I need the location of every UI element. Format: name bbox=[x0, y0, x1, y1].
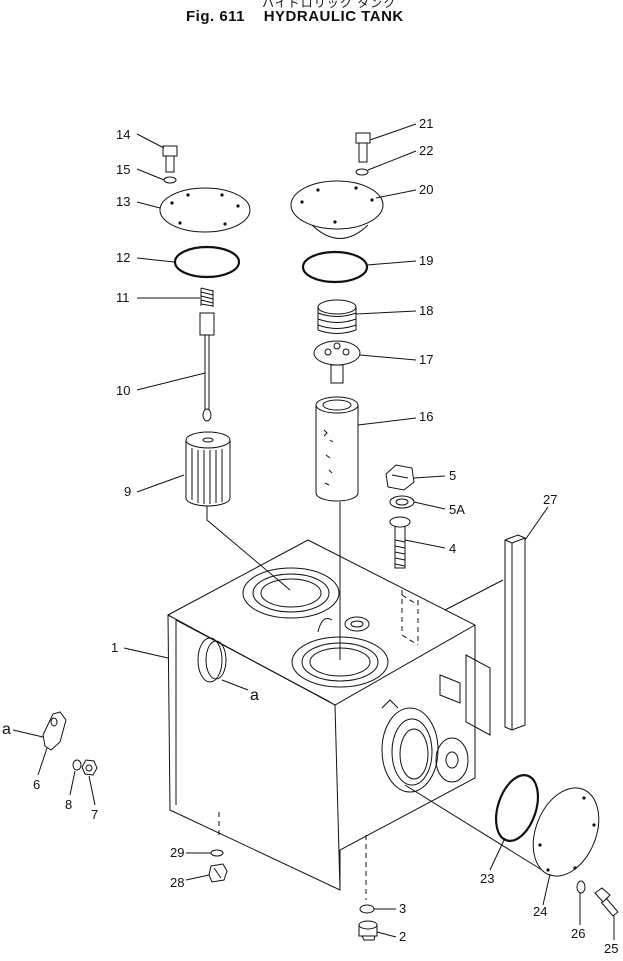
part-10-rod bbox=[199, 312, 215, 422]
tank-side-port bbox=[381, 699, 469, 793]
part-16-strainer bbox=[315, 396, 359, 502]
callout-28: 28 bbox=[170, 875, 184, 890]
callout-15: 15 bbox=[116, 162, 130, 177]
side-bracket bbox=[439, 654, 491, 736]
part-12-oring bbox=[173, 245, 241, 279]
part-5-cap bbox=[385, 464, 415, 491]
figure-number: Fig. 611 bbox=[186, 8, 246, 25]
figure-title-block: Fig. 611 HYDRAULIC TANK bbox=[186, 8, 404, 25]
callout-22: 22 bbox=[419, 143, 433, 158]
callout-1: 1 bbox=[111, 640, 118, 655]
callout-5a: 5A bbox=[449, 502, 465, 517]
part-8-washer bbox=[72, 759, 82, 771]
part-21-bolt bbox=[355, 132, 371, 163]
part-19-oring bbox=[301, 250, 369, 284]
callout-12: 12 bbox=[116, 250, 130, 265]
part-11-spring bbox=[200, 287, 214, 307]
callout-29: 29 bbox=[170, 845, 184, 860]
tank-body bbox=[167, 539, 476, 891]
part-24-cover bbox=[532, 787, 600, 877]
ref-a-clip: a bbox=[2, 721, 11, 738]
callout-16: 16 bbox=[419, 409, 433, 424]
part-28-bolt bbox=[208, 863, 228, 883]
part-5a-washer bbox=[389, 495, 415, 509]
callout-7: 7 bbox=[91, 807, 98, 822]
callout-6: 6 bbox=[33, 777, 40, 792]
part-18-spring bbox=[317, 299, 357, 334]
part-26-washer bbox=[576, 880, 586, 894]
figure-subtitle-jp: ハイドロリック タンク bbox=[262, 0, 397, 10]
callout-8: 8 bbox=[65, 797, 72, 812]
part-14-bolt bbox=[162, 145, 178, 173]
callout-25: 25 bbox=[604, 941, 618, 956]
callout-5: 5 bbox=[449, 468, 456, 483]
callout-17: 17 bbox=[419, 352, 433, 367]
callout-24: 24 bbox=[533, 904, 547, 919]
part-6-clip bbox=[42, 711, 67, 751]
part-29-washer bbox=[210, 849, 224, 857]
leader-lines bbox=[12, 123, 615, 940]
callout-4: 4 bbox=[449, 541, 456, 556]
part-22-washer bbox=[355, 168, 369, 176]
callout-14: 14 bbox=[116, 127, 130, 142]
part-3-gasket bbox=[359, 904, 375, 914]
callout-13: 13 bbox=[116, 194, 130, 209]
part-13-cover bbox=[159, 187, 251, 233]
tank-top-port-rear bbox=[242, 567, 340, 619]
part-15-washer bbox=[163, 176, 177, 184]
callout-19: 19 bbox=[419, 253, 433, 268]
callout-labels: 14 15 13 12 11 10 9 21 22 20 19 18 17 16… bbox=[2, 116, 618, 956]
callout-18: 18 bbox=[419, 303, 433, 318]
callout-21: 21 bbox=[419, 116, 433, 131]
part-25-bolt bbox=[594, 887, 619, 917]
part-9-filter bbox=[185, 431, 231, 507]
part-27-strip bbox=[504, 534, 526, 731]
ref-a-tank: a bbox=[250, 687, 259, 704]
callout-20: 20 bbox=[419, 182, 433, 197]
callout-26: 26 bbox=[571, 926, 585, 941]
callout-23: 23 bbox=[480, 871, 494, 886]
part-2-plug bbox=[358, 920, 378, 941]
part-17-valve bbox=[313, 340, 361, 384]
part-7-nut bbox=[81, 759, 98, 776]
callout-3: 3 bbox=[399, 901, 406, 916]
callout-9: 9 bbox=[124, 484, 131, 499]
figure-title: HYDRAULIC TANK bbox=[263, 8, 404, 25]
callout-11: 11 bbox=[116, 290, 130, 305]
part-23-oring bbox=[494, 774, 540, 842]
part-4-bolt bbox=[389, 516, 411, 569]
part-20-cover bbox=[290, 180, 384, 239]
callout-10: 10 bbox=[116, 383, 130, 398]
callout-27: 27 bbox=[543, 492, 557, 507]
breather-port bbox=[317, 616, 370, 633]
callout-2: 2 bbox=[399, 929, 406, 944]
